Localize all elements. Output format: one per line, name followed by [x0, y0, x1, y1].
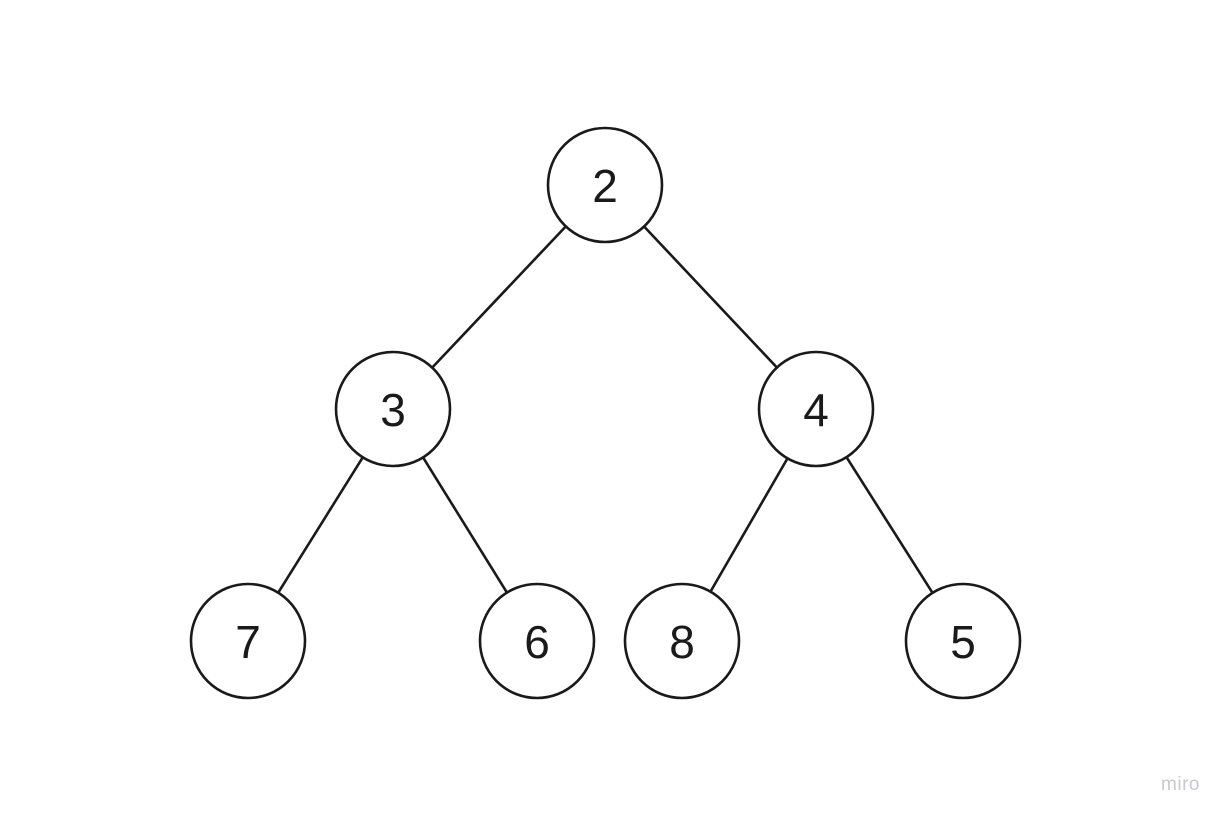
node-label: 4: [803, 384, 829, 436]
node-label: 5: [950, 616, 976, 668]
tree-node[interactable]: 7: [189, 582, 307, 700]
node-circle[interactable]: [334, 350, 452, 468]
node-label: 7: [235, 616, 261, 668]
edges-layer: [276, 225, 934, 595]
node-label: 2: [592, 160, 618, 212]
node-circle[interactable]: [623, 582, 741, 700]
tree-edge: [276, 456, 365, 594]
tree-node[interactable]: 6: [478, 582, 596, 700]
node-circle[interactable]: [904, 582, 1022, 700]
node-label: 6: [524, 616, 550, 668]
node-label: 3: [380, 384, 406, 436]
tree-node[interactable]: 2: [546, 126, 664, 244]
tree-edge: [845, 455, 934, 595]
tree-edge: [642, 225, 779, 369]
tree-edge: [709, 457, 789, 593]
tree-node[interactable]: 8: [623, 582, 741, 700]
node-circle[interactable]: [757, 350, 875, 468]
tree-node[interactable]: 4: [757, 350, 875, 468]
node-circle[interactable]: [546, 126, 664, 244]
node-circle[interactable]: [478, 582, 596, 700]
nodes-layer: 2 3 4 7 6 8 5: [189, 126, 1022, 700]
tree-edge: [430, 225, 568, 369]
miro-watermark: miro: [1161, 774, 1200, 795]
tree-node[interactable]: 3: [334, 350, 452, 468]
tree-edge: [421, 456, 509, 594]
tree-node[interactable]: 5: [904, 582, 1022, 700]
node-label: 8: [669, 616, 695, 668]
node-circle[interactable]: [189, 582, 307, 700]
